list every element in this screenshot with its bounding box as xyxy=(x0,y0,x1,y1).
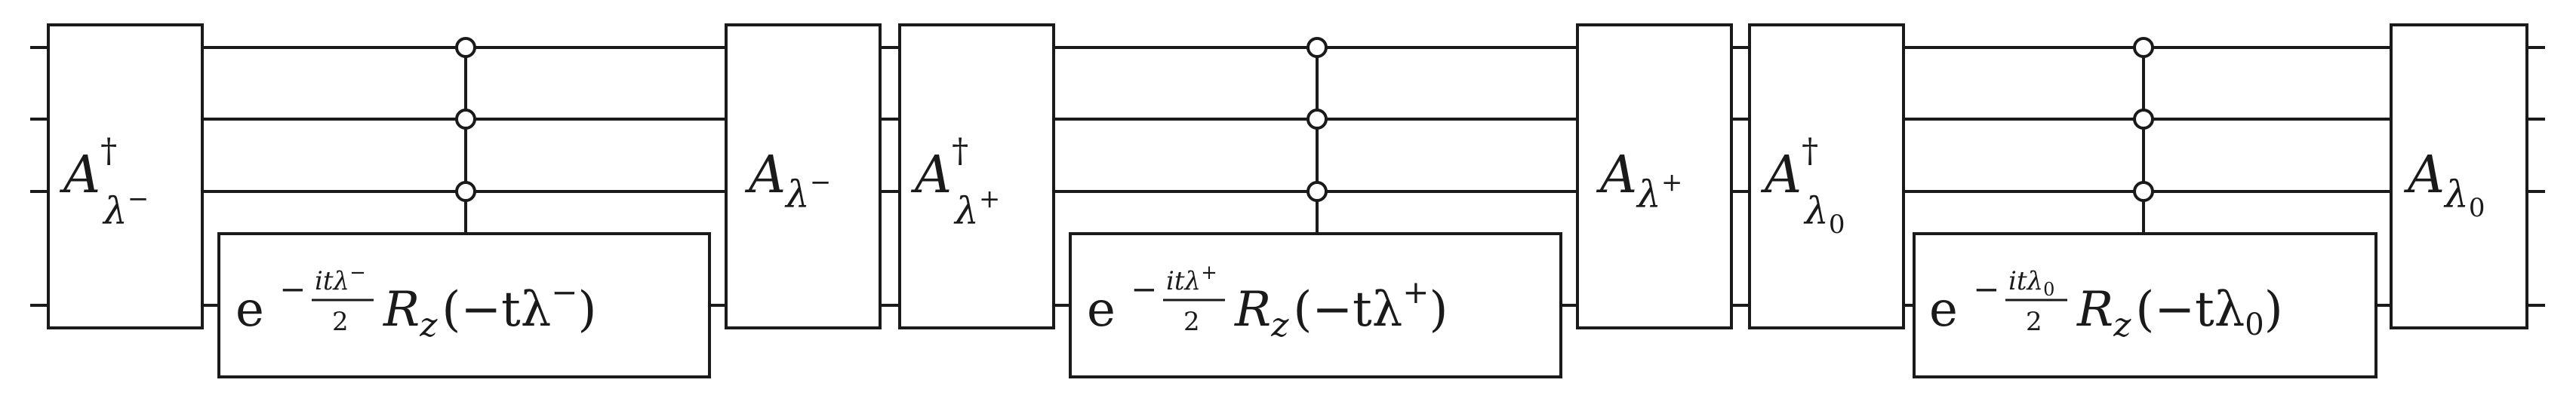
unprep-gate-2-label: Aλ+ xyxy=(1596,145,1682,216)
control-block-2 xyxy=(1306,37,1328,234)
prep-gate-3: A†λ0 xyxy=(1748,23,1905,329)
prep-gate-3-label: A†λ0 xyxy=(1760,132,1845,240)
prep-gate-2-label: A†λ+ xyxy=(910,132,1000,233)
phase-gate-3-label: e − xyxy=(1929,271,1999,338)
control-dot-1c xyxy=(455,181,476,202)
control-dot-3a xyxy=(2133,37,2154,58)
control-block-1 xyxy=(455,37,476,234)
phase-gate-2-label: e − xyxy=(1087,271,1157,338)
unprep-gate-1-label: Aλ− xyxy=(744,145,831,216)
stage-1: A†λ− e − itλ− 2 Rz(−tλ−) Aλ− xyxy=(47,23,882,378)
control-dot-1b xyxy=(455,109,476,130)
svg-text:itλ−: itλ− xyxy=(315,262,366,296)
phase-gate-2: e − itλ+ 2 Rz(−tλ+) xyxy=(1069,232,1562,378)
svg-text:Rz(−tλ−): Rz(−tλ−) xyxy=(383,274,596,344)
phase-gate-3: e − itλ0 2 Rz(−tλ0) xyxy=(1913,232,2377,378)
svg-text:Rz(−tλ0): Rz(−tλ0) xyxy=(2076,282,2283,344)
control-dot-2c xyxy=(1306,181,1328,202)
unprep-gate-2: Aλ+ xyxy=(1576,23,1733,329)
prep-gate-2: A†λ+ xyxy=(898,23,1055,329)
prep-gate-1: A†λ− xyxy=(47,23,204,329)
control-dot-3c xyxy=(2133,181,2154,202)
phase-gate-1-label: e − xyxy=(235,271,306,338)
control-dot-3b xyxy=(2133,109,2154,130)
svg-text:Rz(−tλ+): Rz(−tλ+) xyxy=(1234,274,1448,344)
unprep-gate-1: Aλ− xyxy=(725,23,882,329)
svg-text:itλ+: itλ+ xyxy=(1166,262,1217,296)
control-dot-1a xyxy=(455,37,476,58)
svg-text:2: 2 xyxy=(2026,307,2042,337)
unprep-gate-3-label: Aλ0 xyxy=(2403,145,2485,223)
control-dot-2b xyxy=(1306,109,1328,130)
svg-text:itλ0: itλ0 xyxy=(2008,266,2054,300)
control-block-3 xyxy=(2133,37,2154,234)
stage-2: A†λ+ e − itλ+ 2 Rz(−tλ+) Aλ+ xyxy=(898,23,1733,378)
prep-gate-1-label: A†λ− xyxy=(59,132,149,233)
unprep-gate-3: Aλ0 xyxy=(2390,23,2528,329)
svg-text:2: 2 xyxy=(332,307,349,337)
svg-text:2: 2 xyxy=(1183,307,1200,337)
phase-gate-1: e − itλ− 2 Rz(−tλ−) xyxy=(217,232,711,378)
control-dot-2a xyxy=(1306,37,1328,58)
stage-3: A†λ0 e − itλ0 2 Rz(−tλ0) Aλ0 xyxy=(1748,23,2528,378)
